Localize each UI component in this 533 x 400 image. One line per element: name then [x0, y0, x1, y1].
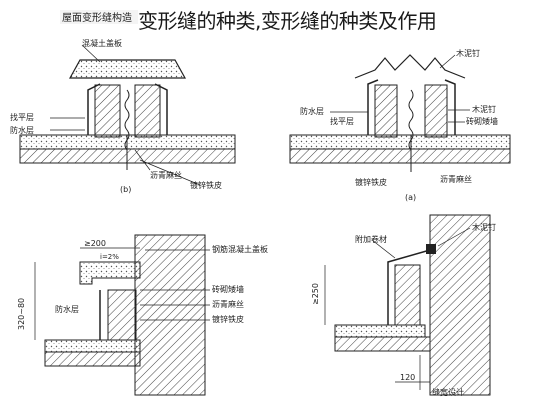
label-ratio: i=2% [100, 253, 119, 261]
diagram-d: 木泥钉 附加卷材 ≥250 120 缝宽设计 [311, 214, 496, 397]
label-wood-d: 木泥钉 [472, 222, 496, 232]
faded-header-text: 屋面变形缝构造 [62, 11, 132, 24]
label-cap: 混凝土盖板 [82, 38, 122, 48]
page-title: 变形缝的种类,变形缝的种类及作用 [138, 6, 533, 36]
diagram-b: 混凝土盖板 找平层 防水层 沥青麻丝 镀锌铁皮 (b) [10, 38, 236, 194]
label-small-wall: 砖砌矮墙 [212, 284, 244, 294]
diagram-c: ≥200 i=2% 钢筋混凝土盖板 砖砌矮墙 沥青麻丝 镀锌铁皮 防水层 320… [17, 234, 268, 396]
label-steel-a: 镀锌铁皮 [355, 177, 387, 187]
label-flashing: 附加卷材 [355, 234, 387, 244]
label-design: 缝宽设计 [432, 387, 464, 397]
label-waterproof: 防水层 [10, 125, 34, 135]
caption-a: (a) [405, 193, 416, 202]
label-asphalt-c: 沥青麻丝 [212, 299, 244, 309]
label-wood: 木泥钉 [456, 48, 480, 58]
label-steel-c: 镀锌铁皮 [212, 314, 244, 324]
label-dim-side: 320~80 [17, 298, 26, 330]
label-asphalt: 沥青麻丝 [150, 170, 182, 180]
label-waterproof-c: 防水层 [55, 304, 79, 314]
label-masonry: 砖砌矮墙 [466, 116, 498, 126]
faded-header: 屋面变形缝构造 [60, 10, 140, 24]
caption-b: (b) [120, 185, 131, 194]
label-cap-plate: 钢筋混凝土盖板 [212, 244, 268, 254]
label-roof-layer: 找平层 [10, 112, 34, 122]
label-roof-layer-a: 找平层 [330, 116, 354, 126]
diagram-a: 木泥钉 木泥钉 砖砌矮墙 防水层 找平层 沥青麻丝 镀锌铁皮 (a) [289, 48, 511, 202]
label-steel: 镀锌铁皮 [190, 180, 222, 190]
label-dim-side-d: ≥250 [311, 283, 320, 305]
label-dim-bottom: 120 [400, 373, 415, 382]
label-dim-top: ≥200 [84, 239, 106, 248]
label-asphalt-a: 沥青麻丝 [440, 174, 472, 184]
label-waterproof-a: 防水层 [300, 106, 324, 116]
label-wood-2: 木泥钉 [472, 104, 496, 114]
